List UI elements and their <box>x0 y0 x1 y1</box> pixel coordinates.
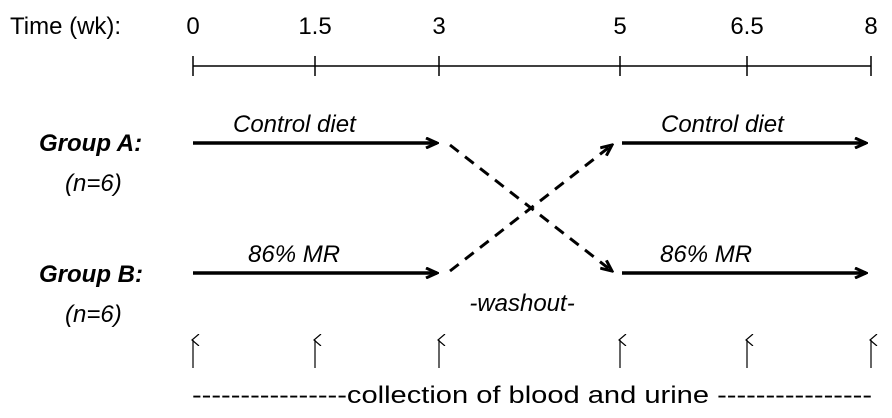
collection-label: ----------------collection of blood and … <box>192 382 872 409</box>
tick-label-5: 5 <box>613 13 626 40</box>
group-b-name: Group B: <box>39 261 143 288</box>
washout-label: -washout- <box>469 290 574 317</box>
tick-label-8: 8 <box>864 13 877 40</box>
group-b-phase2-label: 86% MR <box>660 241 752 268</box>
tick-label-3: 3 <box>432 13 445 40</box>
group-a-name: Group A: <box>39 130 142 157</box>
tick-label-0: 0 <box>186 13 199 40</box>
tick-label-1-5: 1.5 <box>298 13 331 40</box>
time-label: Time (wk): <box>10 13 121 40</box>
group-a-phase1-label: Control diet <box>233 111 357 138</box>
group-b-phase1-label: 86% MR <box>248 241 340 268</box>
group-a-phase2-label: Control diet <box>661 111 785 138</box>
timeline-axis <box>192 56 872 76</box>
group-b-n: (n=6) <box>65 301 122 328</box>
group-a-n: (n=6) <box>65 170 122 197</box>
collection-markers <box>193 340 871 368</box>
tick-label-6-5: 6.5 <box>730 13 763 40</box>
group-b-crossover-arrow <box>449 145 612 273</box>
